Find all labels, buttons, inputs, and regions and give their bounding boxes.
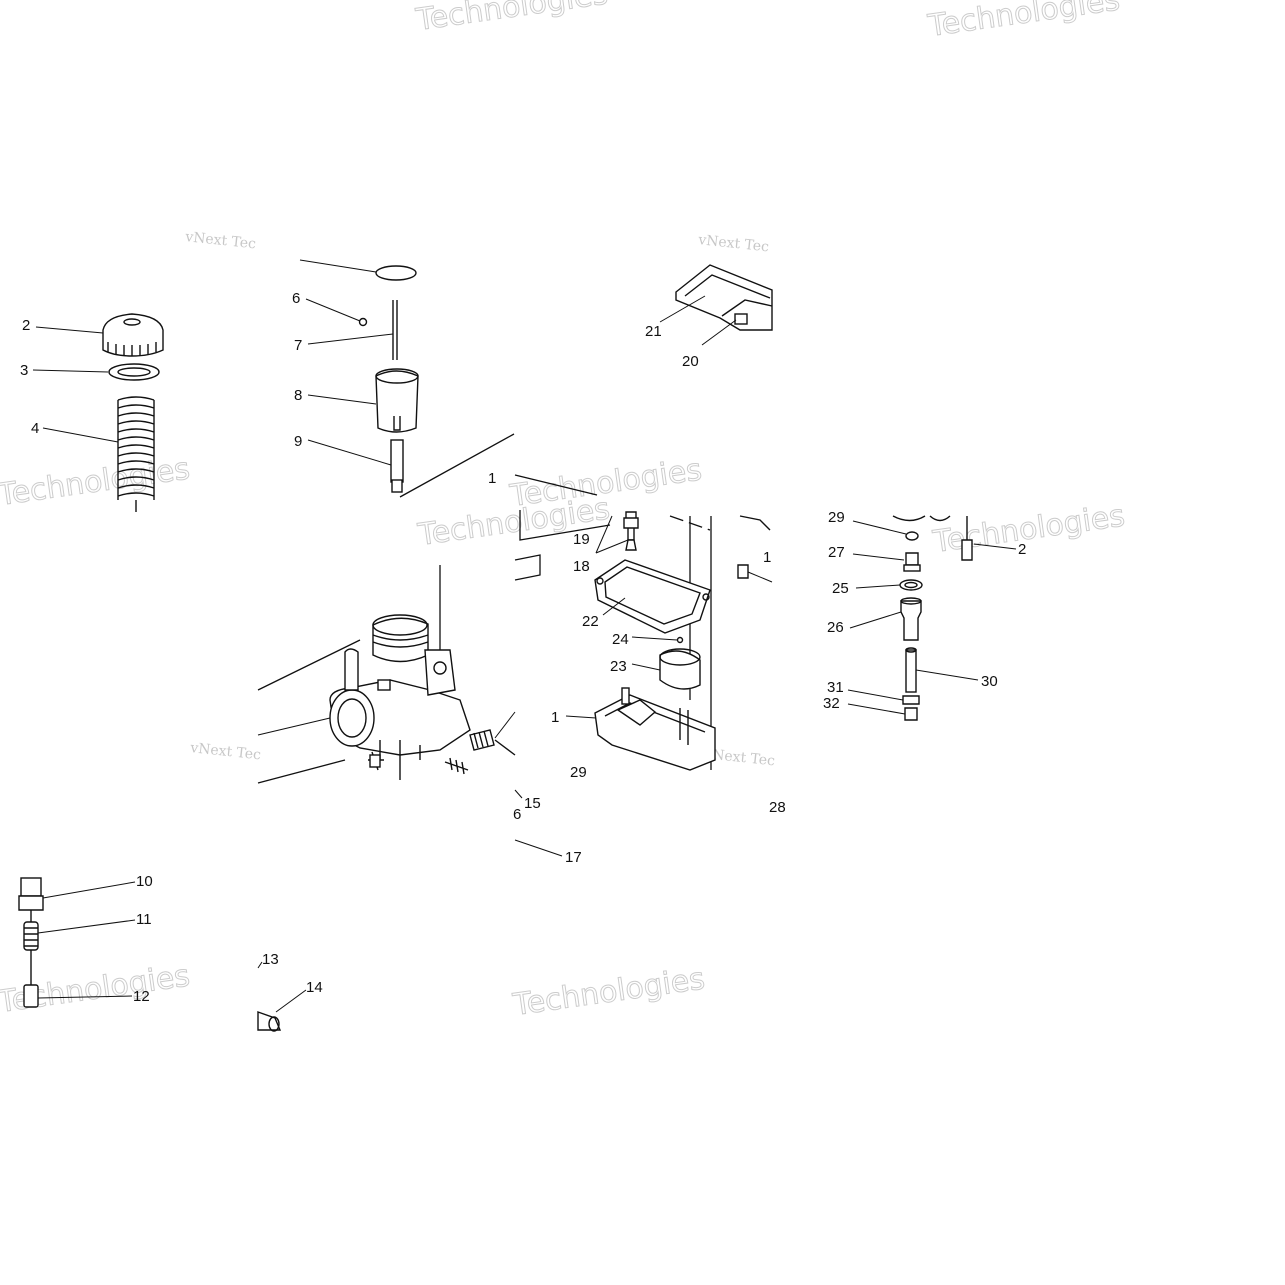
callout-9: 9 <box>294 433 302 450</box>
cap-top-detail <box>123 318 141 326</box>
callout-20: 20 <box>682 353 699 370</box>
callout-29: 29 <box>828 509 845 526</box>
callout-2: 2 <box>22 317 30 334</box>
callout-3: 3 <box>20 362 28 379</box>
slide-group <box>299 259 419 493</box>
callout-19: 19 <box>573 531 590 548</box>
needle-part <box>392 300 398 360</box>
callout-10: 10 <box>136 873 153 890</box>
callout-15: 15 <box>524 795 541 812</box>
watermark-vnext-2: vNext Tec <box>697 232 770 255</box>
callout-25: 25 <box>832 580 849 597</box>
callout-21: 21 <box>645 323 662 340</box>
watermark-vnext-3: vNext Tec <box>189 740 262 763</box>
screw-32 <box>904 707 918 721</box>
callout-27: 27 <box>828 544 845 561</box>
float-pin-top <box>623 517 639 529</box>
carburetor-body <box>257 614 516 780</box>
watermark-vnext-1: vNext Tec <box>184 229 257 252</box>
float-part <box>659 650 701 690</box>
callout-1-right: 1 <box>763 549 771 566</box>
callout-12: 12 <box>133 988 150 1005</box>
clip-part <box>358 317 368 327</box>
spring-part <box>117 396 155 512</box>
retainer-plate <box>375 265 417 281</box>
fitting-27 <box>905 552 919 566</box>
callout-23: 23 <box>610 658 627 675</box>
callout-31: 31 <box>827 679 844 696</box>
nut-29 <box>905 531 919 541</box>
callout-6: 6 <box>292 290 300 307</box>
screw-2-right <box>961 539 973 561</box>
callout-11: 11 <box>136 911 152 928</box>
washer-part <box>108 363 160 381</box>
bowl-gasket <box>594 559 711 634</box>
callout-29-lower: 29 <box>570 764 587 781</box>
jet-group <box>18 877 136 1008</box>
callout-30: 30 <box>981 673 998 690</box>
throttle-slide <box>375 370 419 433</box>
cap-knurl <box>107 342 157 356</box>
idle-screw-spring <box>469 729 495 751</box>
float-chamber-group <box>565 511 773 771</box>
callout-18: 18 <box>573 558 590 575</box>
callout-26: 26 <box>827 619 844 636</box>
callout-22: 22 <box>582 613 599 630</box>
washer-hole <box>117 367 151 377</box>
callout-1-bowl: 1 <box>551 709 559 726</box>
tile-seams <box>515 0 772 230</box>
callout-17: 17 <box>565 849 582 866</box>
needle-jet <box>390 439 404 483</box>
callout-32: 32 <box>823 695 840 712</box>
gasket-plate <box>675 264 773 331</box>
callout-7: 7 <box>294 337 302 354</box>
float-gasket-group <box>659 264 773 346</box>
callout-4: 4 <box>31 420 39 437</box>
tube-30 <box>905 649 917 693</box>
callout-13: 13 <box>262 951 279 968</box>
jet-tip <box>23 984 39 1008</box>
lower-parts-group <box>257 789 563 1032</box>
callout-28: 28 <box>769 799 786 816</box>
callout-1-top: 1 <box>488 470 496 487</box>
callout-labels: 2 3 4 6 7 8 9 1 21 20 19 18 22 24 23 1 1… <box>20 290 1026 1005</box>
jet-holder-top <box>20 877 42 897</box>
valve-seat-26 <box>900 600 922 641</box>
watermark-left: Technologies <box>0 451 192 513</box>
float-bowl <box>594 694 716 771</box>
watermark-bottom: Technologies <box>510 961 707 1023</box>
callout-24: 24 <box>612 631 629 648</box>
callout-14: 14 <box>306 979 323 996</box>
watermark-vnext-4: vNext Tec <box>703 746 776 769</box>
callout-6-lower: 6 <box>513 806 521 823</box>
callout-2-right: 2 <box>1018 541 1026 558</box>
callout-8: 8 <box>294 387 302 404</box>
cap-part <box>102 313 164 357</box>
watermark-top-right: Technologies <box>925 0 1122 44</box>
watermark-mid-right: Technologies <box>930 498 1127 560</box>
oring-25 <box>899 579 923 591</box>
cap-spring-group <box>32 313 164 512</box>
seal-31 <box>902 695 920 705</box>
fuel-inlet-group <box>847 515 1017 721</box>
jet-holder-hex <box>18 895 44 911</box>
